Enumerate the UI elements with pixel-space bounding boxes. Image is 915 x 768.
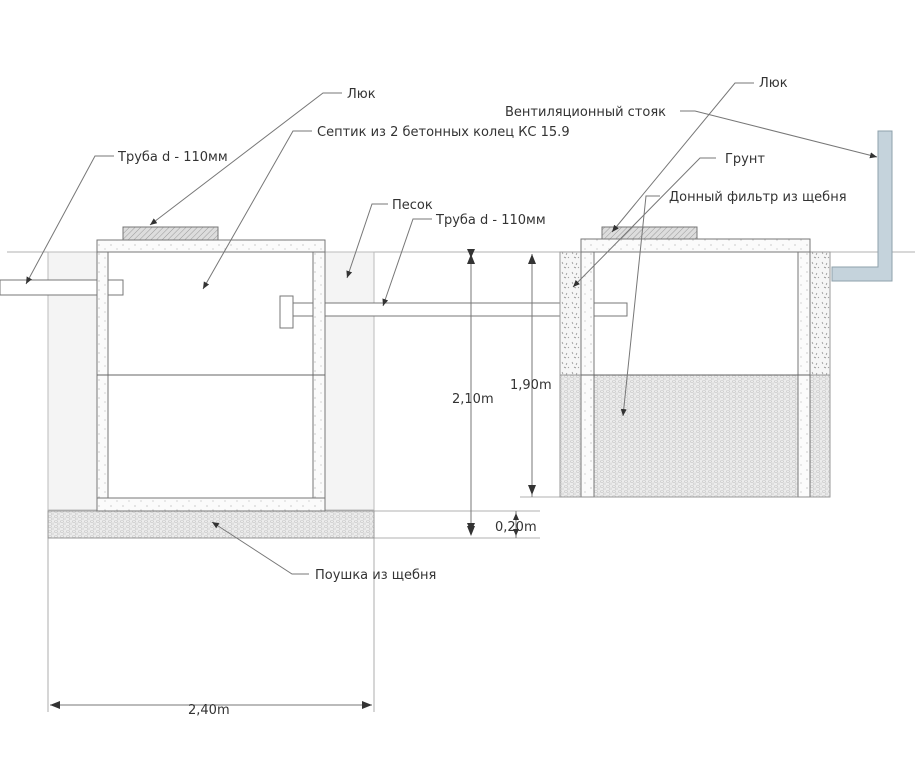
label-pipe-between: Труба d - 110мм — [435, 213, 546, 228]
label-vent: Вентиляционный стояк — [505, 105, 666, 120]
hatch-right — [601, 226, 698, 240]
soil-right — [809, 251, 831, 376]
connecting-pipe — [324, 302, 561, 317]
label-pipe-in: Труба d - 110мм — [117, 150, 228, 165]
soil-left — [559, 251, 582, 376]
vent-pipe — [831, 130, 893, 282]
inlet-pipe-stub — [107, 279, 124, 296]
pipe-into-well — [593, 302, 628, 317]
dim-depth-filter: 1,90m — [510, 378, 552, 393]
filter-well — [580, 238, 811, 498]
tee-outlet-pipe — [279, 295, 314, 329]
label-hatch-left: Люк — [347, 87, 376, 102]
label-gravel-pad: Поушка из щебня — [315, 568, 436, 583]
gravel-pad — [47, 510, 375, 539]
label-bottom-filter: Донный фильтр из щебня — [669, 190, 847, 205]
label-soil: Грунт — [725, 152, 765, 167]
septic-tank — [96, 239, 326, 512]
dim-pad: 0,20m — [495, 520, 537, 535]
hatch-left — [122, 226, 219, 241]
bottom-filter — [559, 374, 831, 498]
label-sand: Песок — [392, 198, 433, 213]
label-septic: Септик из 2 бетонных колец КС 15.9 — [317, 125, 570, 140]
label-hatch-right: Люк — [759, 76, 788, 91]
inlet-pipe — [0, 279, 98, 296]
dim-depth-total: 2,10m — [452, 392, 494, 407]
dim-width: 2,40m — [188, 703, 230, 718]
dimension-lines — [47, 249, 830, 712]
leader-lines — [25, 82, 878, 575]
